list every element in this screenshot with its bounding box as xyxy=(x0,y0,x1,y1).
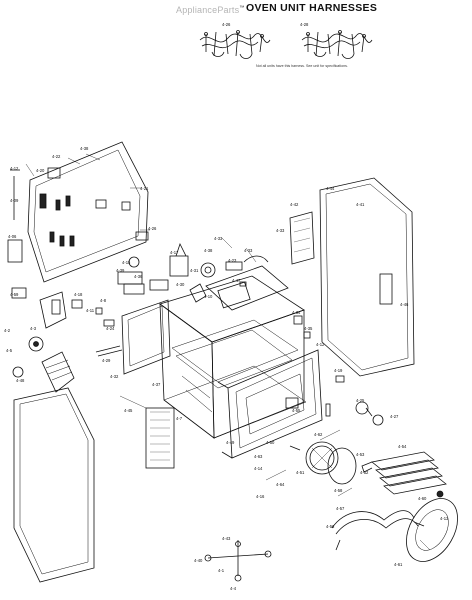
diagram-title: OVEN UNIT HARNESSES xyxy=(246,2,378,14)
callout-bake-element: 4-51 xyxy=(296,470,305,475)
callout-broil-element: 4-52 xyxy=(360,470,369,475)
callout-element-a: 4-31 xyxy=(190,268,199,273)
callout-label-t: 4-64 xyxy=(276,482,285,487)
callout-insulation-a: 4-33 xyxy=(276,228,285,233)
callout-top-harness-left: 4-26 xyxy=(222,22,231,27)
callout-label-s: 4-63 xyxy=(254,454,263,459)
callout-label-n: 4-49 xyxy=(226,440,235,445)
callout-door-frame: 4-41 xyxy=(356,202,365,207)
watermark-text: ApplianceParts xyxy=(176,5,240,15)
callout-rack-support: 4-56 xyxy=(326,524,335,529)
callout-bottom-b: 4-61 xyxy=(394,562,403,567)
callout-label-q: 4-59 xyxy=(10,292,19,297)
callout-label-l: 4-32 xyxy=(110,374,119,379)
callout-light-b: 4-35 xyxy=(304,326,313,331)
element-cover-disc xyxy=(406,490,458,562)
right-small-parts xyxy=(285,315,384,426)
oven-door xyxy=(217,349,323,459)
callout-label-k: 4-29 xyxy=(102,358,111,363)
callout-side-plate: 4-06 xyxy=(8,234,17,239)
callout-left-door: 4-48 xyxy=(16,378,25,383)
callout-top-harness-right: 4-28 xyxy=(300,22,309,27)
callout-label-j: 4-24 xyxy=(106,326,115,331)
right-door-frame xyxy=(319,177,415,377)
callout-foot: 4-13 xyxy=(440,516,449,521)
callout-control-b: 4-10 xyxy=(204,294,213,299)
callout-label-e: 4-3 xyxy=(30,326,37,331)
callout-bracket-a: 4-26 xyxy=(148,226,157,231)
callout-label-h: 4-11 xyxy=(86,308,95,313)
control-components xyxy=(135,231,269,303)
callout-label-o: 4-50 xyxy=(266,440,275,445)
callout-control-a: 4-30 xyxy=(176,282,185,287)
left-small-parts xyxy=(11,287,83,393)
callout-door-panel: 4-46 xyxy=(400,302,409,307)
top-cover xyxy=(205,265,289,311)
callout-light-a: 4-34 xyxy=(292,310,301,315)
callout-fan-a: 4-39 xyxy=(116,268,125,273)
callout-small-part-a: 4-17 xyxy=(170,250,179,255)
callout-label-c: 4-4 xyxy=(230,586,237,591)
callout-knob-a: 4-33 xyxy=(244,248,253,253)
callout-light-c: 4-12 xyxy=(316,342,325,347)
insulation-panels xyxy=(145,211,315,469)
callout-label-a: 4-43 xyxy=(222,536,231,541)
callout-leveler-a: 4-58 xyxy=(334,488,343,493)
callout-label-i: 4-18 xyxy=(74,292,83,297)
callout-small-part-b: 4-38 xyxy=(204,248,213,253)
callout-rear-panel-a: 4-38 xyxy=(80,146,89,151)
callout-knob-c: 4-23 xyxy=(228,258,237,263)
harness-note: Not all units have this harness. See uni… xyxy=(256,64,348,68)
callout-light-d: 4-19 xyxy=(334,368,343,373)
callout-label-b: 4-40 xyxy=(194,558,203,563)
callout-label-m: 4-37 xyxy=(152,382,161,387)
harness-left xyxy=(199,30,271,59)
callout-insulation-b: 4-42 xyxy=(290,202,299,207)
callout-label-f: 4-5 xyxy=(6,348,13,353)
callout-knob-b: 4-33 xyxy=(214,236,223,241)
oven-cavity xyxy=(159,275,307,439)
side-control-panel xyxy=(95,256,171,375)
callout-side-cover: 4-09 xyxy=(10,198,19,203)
callout-door-glass: 4-44 xyxy=(326,186,335,191)
callout-label-r: 4-62 xyxy=(314,432,323,437)
callout-fan-b: 4-36 xyxy=(134,274,143,279)
callouts: 4-26 4-28 4-38 4-22 4-20 4-12 4-21 4-09 … xyxy=(4,22,449,591)
callout-screw-a: 4-25 xyxy=(356,398,365,403)
bottom-element xyxy=(331,510,425,551)
bake-element-round xyxy=(289,441,357,485)
callout-rear-panel-d: 4-21 xyxy=(140,186,149,191)
callout-label-g: 4-8 xyxy=(100,298,107,303)
leader-lines xyxy=(25,153,431,551)
callout-element-bracket: 4-54 xyxy=(398,444,407,449)
callout-label-p: 4-55 xyxy=(292,408,301,413)
callout-rear-screw: 4-12 xyxy=(10,166,19,171)
harness-right xyxy=(301,30,373,59)
callout-hinge-b: 4-16 xyxy=(256,494,265,499)
callout-rear-panel-b: 4-22 xyxy=(52,154,61,159)
callout-bracket-b: 4-15 xyxy=(122,260,131,265)
watermark-tm: ™ xyxy=(239,5,245,11)
callout-hinge-a: 4-14 xyxy=(254,466,263,471)
callout-front-panel: 4-45 xyxy=(124,408,133,413)
callout-label-d: 4-2 xyxy=(4,328,11,333)
leveler-feet xyxy=(204,540,272,582)
callout-leveler-b: 4-57 xyxy=(336,506,345,511)
callout-screw-b: 4-27 xyxy=(390,414,399,419)
broil-element xyxy=(361,451,447,495)
rear-panel xyxy=(7,141,149,283)
callout-label-u: 4-1 xyxy=(218,568,225,573)
callout-top-cover: 4-47 xyxy=(232,278,241,283)
callout-oven-cavity: 4-7 xyxy=(176,416,183,421)
callout-element-cover: 4-53 xyxy=(356,452,365,457)
callout-bottom-a: 4-60 xyxy=(418,496,427,501)
callout-rear-panel-c: 4-20 xyxy=(36,168,45,173)
left-door-panel xyxy=(13,387,95,583)
